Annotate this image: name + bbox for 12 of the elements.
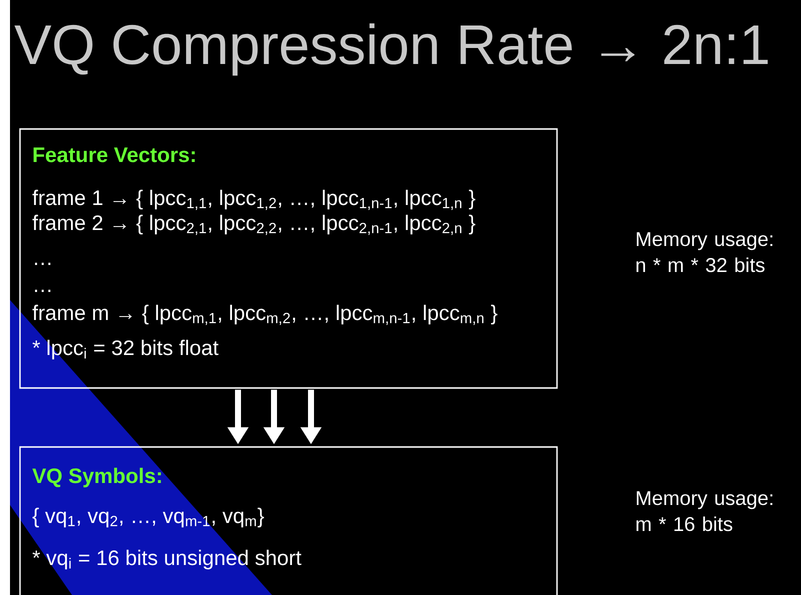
vector-line: frame m → { lpcc$_{m,1}$, lpcc$_{m,2}$, …, lpcc$_{m,n-1}$, lpcc$_{m,n}$ } <box>32 304 498 325</box>
title: VQ Compression Rate → 2n:1 <box>14 23 768 76</box>
vector-line: … <box>35 290 50 292</box>
box-heading: VQ Symbols: <box>32 468 161 488</box>
vector-line: frame 1 → { lpcc$_{1,1}$, lpcc$_{1,2}$, …, lpcc$_{1,n-1}$, lpcc$_{1,n}$ } <box>32 190 476 210</box>
vector-line: … <box>35 262 50 265</box>
panel-box <box>19 128 558 389</box>
vector-line: frame 2 → { lpcc$_{2,1}$, lpcc$_{2,2}$, …, lpcc$_{2,n-1}$, lpcc$_{2,n}$ } <box>32 214 476 235</box>
memory-note: Memory usage: n * m * 32 bits <box>636 232 772 272</box>
box-heading: Feature Vectors: <box>34 148 195 162</box>
panel-box <box>19 446 558 595</box>
memory-note: Memory usage: m * 16 bits <box>636 491 772 532</box>
